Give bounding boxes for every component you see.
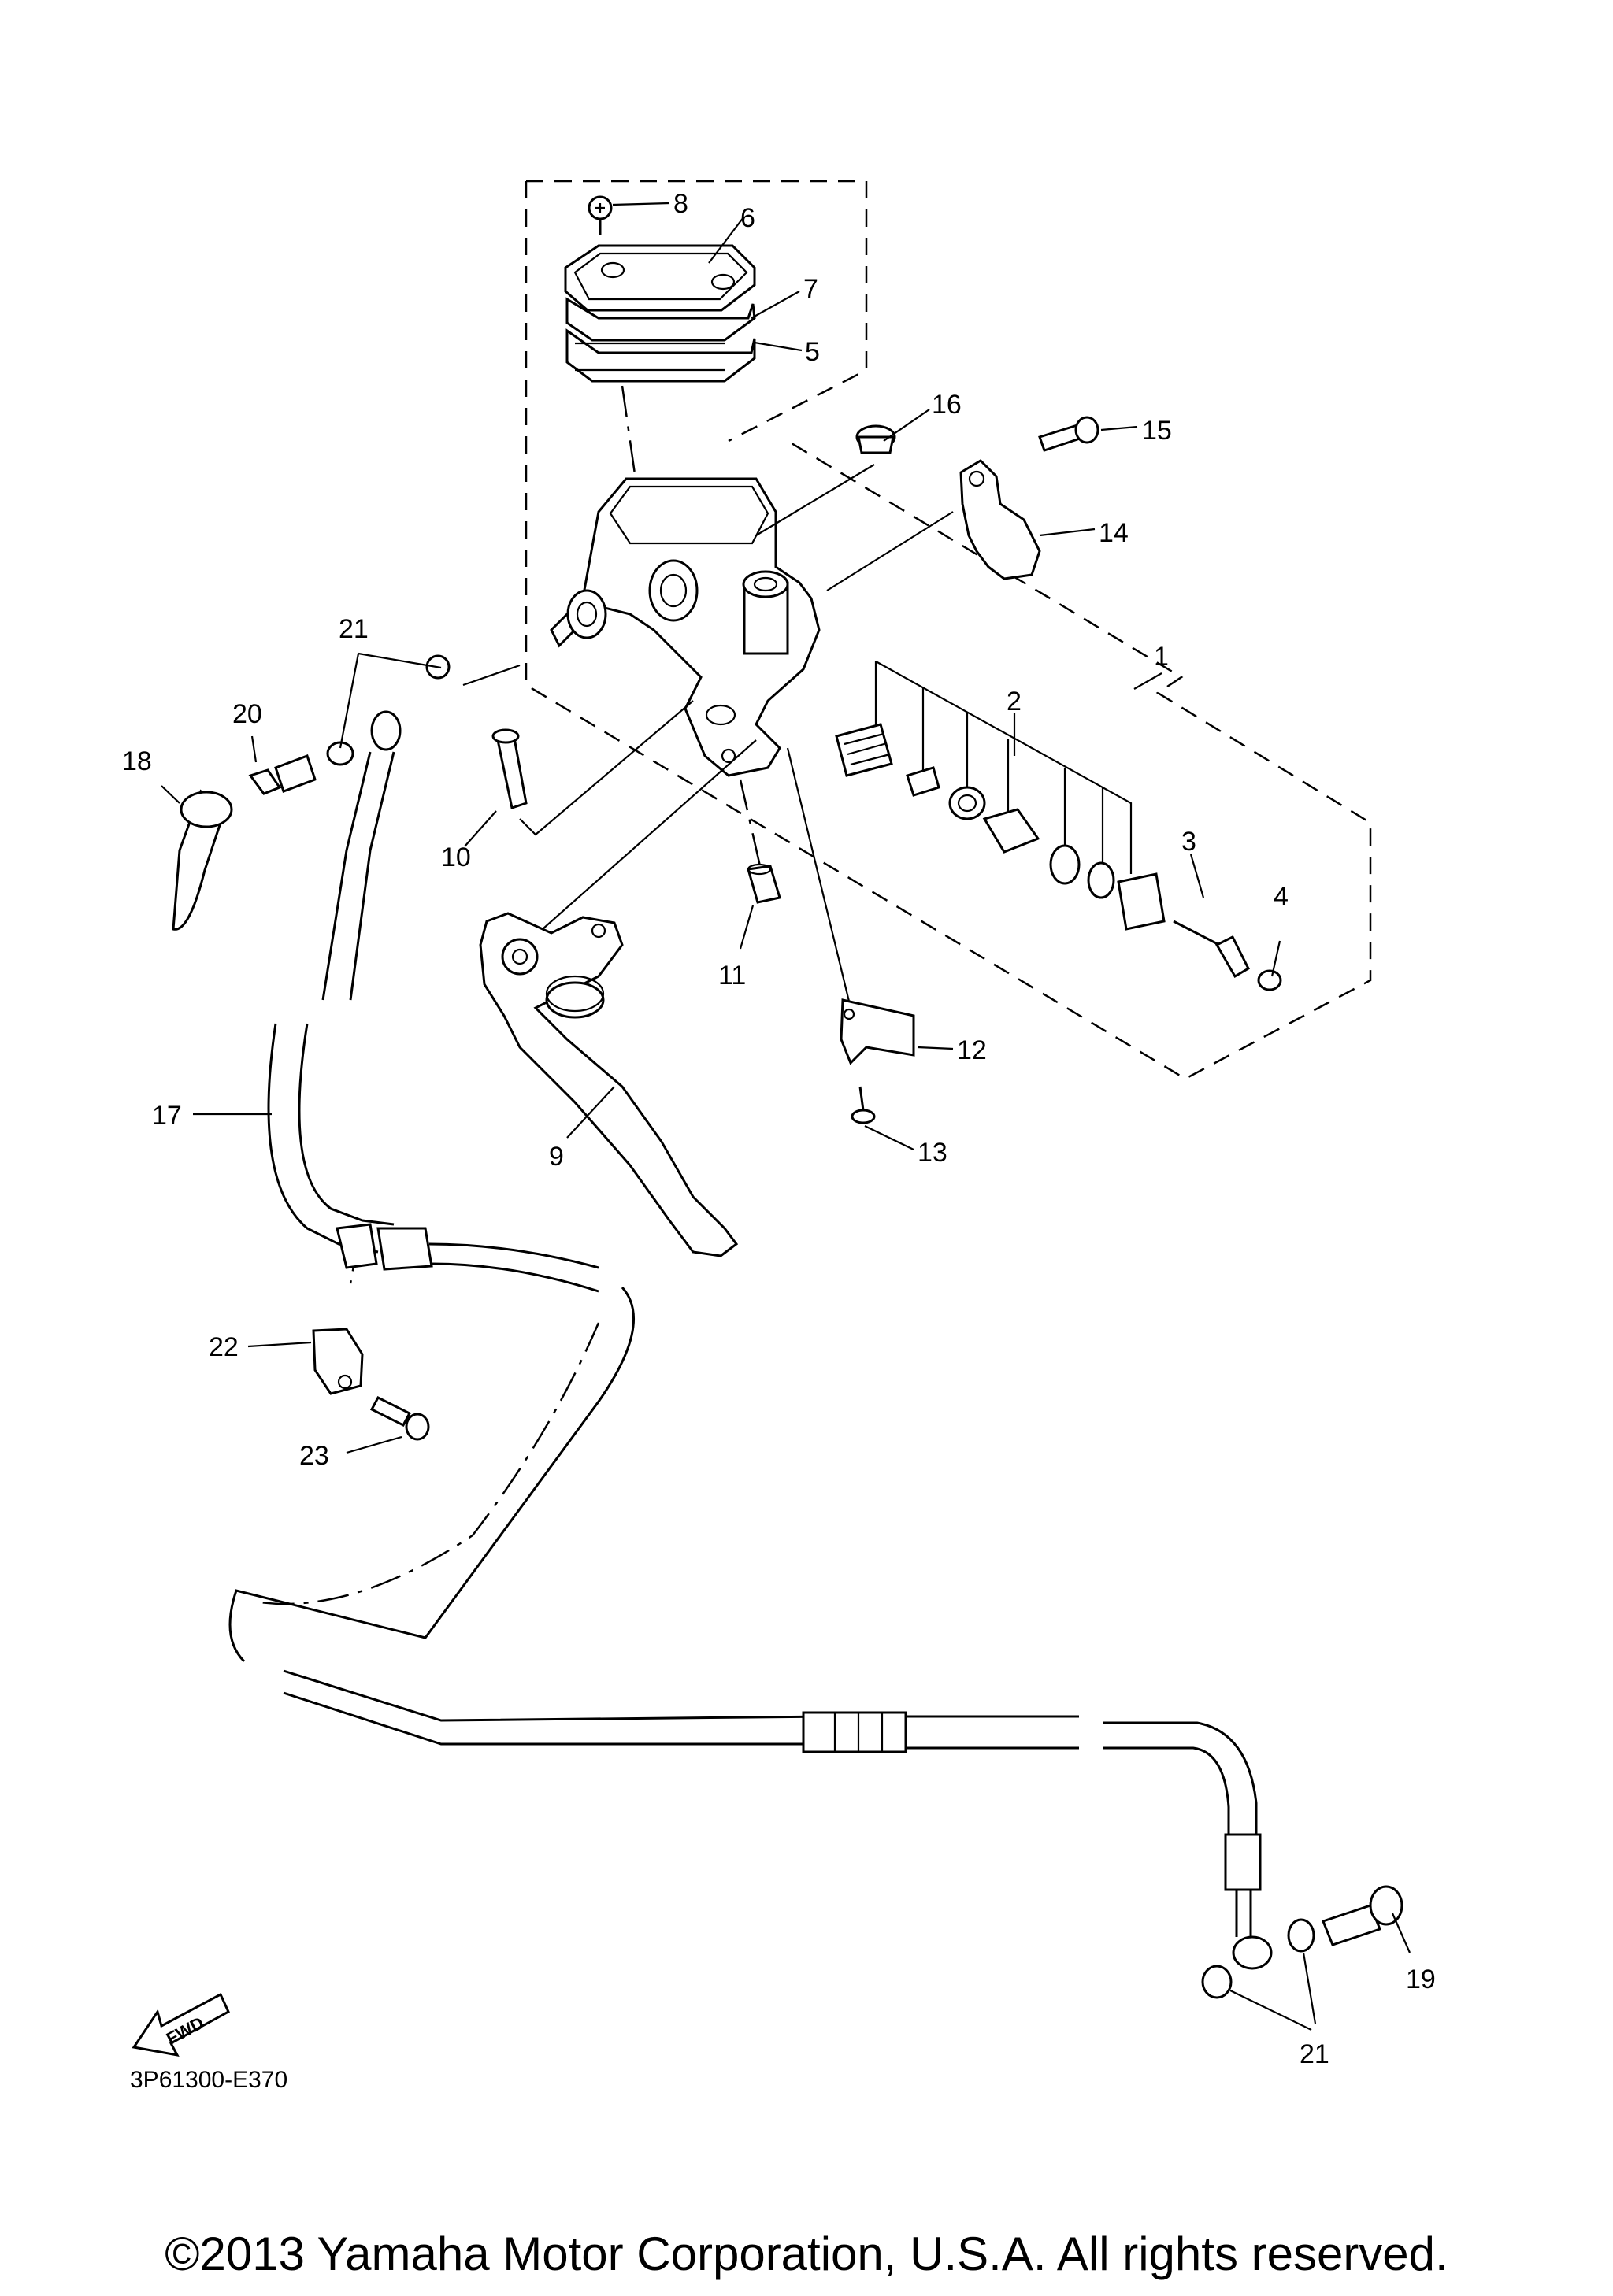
- callout-leaders: [161, 202, 1411, 2031]
- piston-kit: [835, 661, 1282, 991]
- callout-16: 16: [932, 390, 962, 420]
- callout-15: 15: [1142, 416, 1172, 446]
- callout-10: 10: [441, 842, 471, 872]
- copyright-notice: ©2013 Yamaha Motor Corporation, U.S.A. A…: [165, 2227, 1448, 2280]
- diagram-code: 3P61300-E370: [130, 2067, 288, 2093]
- callout-18: 18: [122, 746, 152, 776]
- hose-assembly: [172, 654, 599, 1293]
- reservoir-cap-assembly: [564, 195, 756, 497]
- callout-7: 7: [803, 274, 818, 304]
- callout-17: 17: [152, 1101, 182, 1131]
- reservoir-group-outline: [525, 180, 1372, 1080]
- callout-6: 6: [740, 203, 755, 233]
- holder-and-cap: [855, 416, 1099, 580]
- callout-2: 2: [1007, 687, 1022, 717]
- clutch-line: [228, 1287, 1403, 1999]
- callout-19: 19: [1406, 1965, 1436, 1994]
- clamp-hardware: [312, 1328, 430, 1441]
- callout-4: 4: [1274, 882, 1289, 912]
- callout-20: 20: [232, 699, 262, 729]
- callout-21-bottom: 21: [1300, 2039, 1329, 2069]
- fwd-arrow-icon: FWD: [132, 1992, 230, 2057]
- small-hardware: [491, 728, 915, 1124]
- callout-5: 5: [805, 337, 820, 367]
- callout-9: 9: [549, 1142, 564, 1172]
- callout-22: 22: [209, 1332, 239, 1362]
- callout-23: 23: [299, 1441, 329, 1471]
- callout-1: 1: [1154, 642, 1169, 672]
- callout-13: 13: [918, 1138, 947, 1168]
- callout-21-top: 21: [339, 614, 369, 644]
- callout-8: 8: [673, 189, 688, 219]
- callout-12: 12: [957, 1035, 987, 1065]
- callout-labels: 8 6 7 5 16 15 14 1 2 3 4 11 12 13 9 10 2…: [122, 189, 1436, 2069]
- master-cylinder-body: [550, 477, 821, 777]
- clutch-lever: [479, 912, 739, 1257]
- callout-14: 14: [1099, 518, 1129, 548]
- callout-11: 11: [718, 961, 746, 991]
- callout-3: 3: [1181, 827, 1196, 857]
